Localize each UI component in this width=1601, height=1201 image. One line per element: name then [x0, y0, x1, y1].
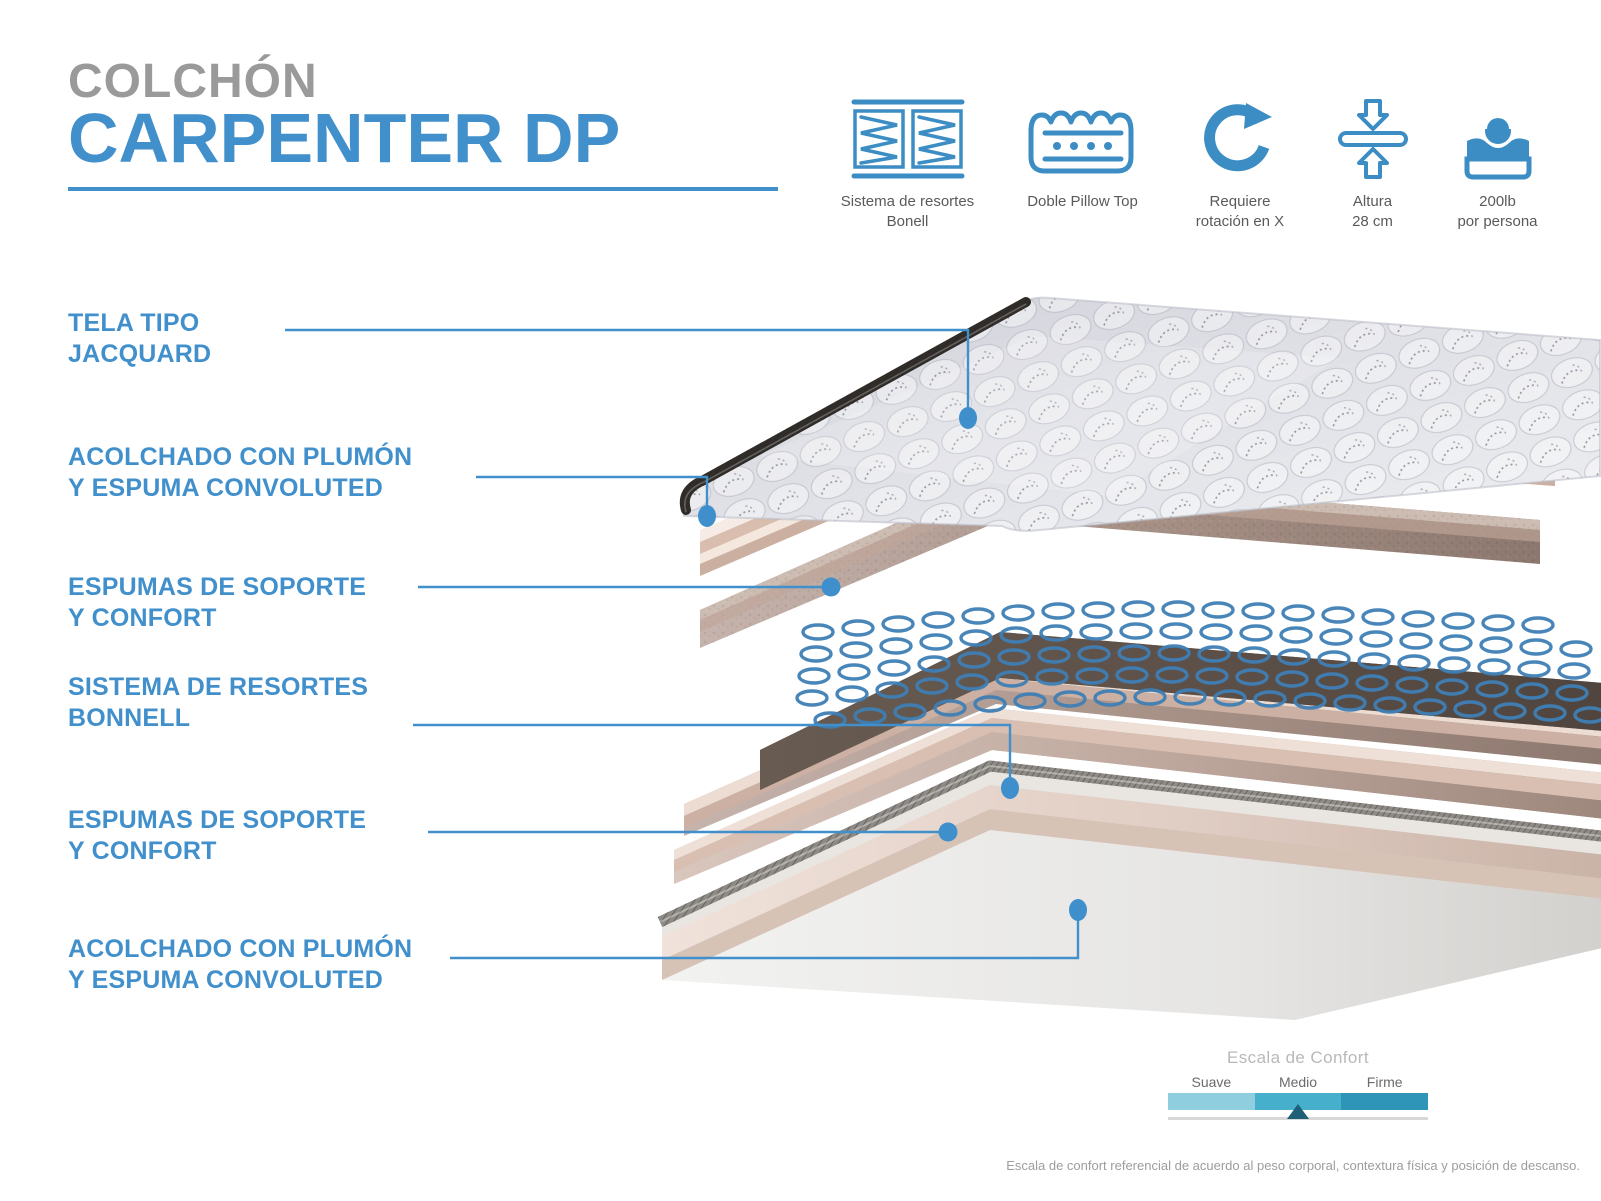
- leader-line-acolchado-inferior: [450, 916, 1080, 960]
- comfort-scale-title: Escala de Confort: [1227, 1048, 1369, 1067]
- callout-label-tela-jacquard: TELA TIPO JACQUARD: [68, 309, 212, 368]
- feature-label: Altura 28 cm: [1352, 193, 1393, 231]
- leader-dot-acolchado-superior: [698, 505, 716, 527]
- leader-dot-espumas-superior: [821, 577, 841, 597]
- leader-line-tela-jacquard: [285, 328, 970, 412]
- leader-dot-resortes: [1001, 777, 1019, 799]
- title-eyebrow: COLCHÓN: [68, 55, 318, 108]
- comfort-segment-firme: [1341, 1093, 1429, 1110]
- comfort-scale-ticks: Suave Medio Firme: [1168, 1074, 1428, 1090]
- feature-strip: Sistema de resortes Bonell Doble Pillow …: [820, 96, 1560, 233]
- feature-label: Requiere rotación en X: [1195, 193, 1285, 231]
- comfort-scale-marker: [1287, 1104, 1309, 1119]
- feature-weight-capacity: 200lb por persona: [1435, 96, 1560, 233]
- leader-line-resortes: [413, 723, 1012, 782]
- feature-label: Sistema de resortes Bonell: [840, 193, 975, 231]
- comfort-scale-bar: [1168, 1093, 1429, 1119]
- leader-dot-tela-jacquard: [959, 407, 977, 429]
- leader-dot-acolchado-inferior: [1069, 899, 1087, 921]
- layer-jacquard-top: [679, 296, 1601, 532]
- weight-person-icon: [1455, 96, 1541, 182]
- title-underline-rule: [68, 186, 778, 191]
- comfort-tick-medio: Medio: [1278, 1074, 1318, 1090]
- leader-dot-espumas-inferior: [938, 822, 958, 842]
- callout-label-espumas-superior: ESPUMAS DE SOPORTE Y CONFORT: [68, 573, 367, 632]
- feature-rotation: Requiere rotación en X: [1170, 96, 1310, 233]
- feature-bonnell-springs: Sistema de resortes Bonell: [820, 96, 995, 233]
- comfort-tick-suave: Suave: [1191, 1074, 1232, 1090]
- comfort-tick-firme: Firme: [1366, 1074, 1403, 1090]
- callout-label-espumas-inferior: ESPUMAS DE SOPORTE Y CONFORT: [68, 806, 367, 865]
- callout-label-acolchado-inferior: ACOLCHADO CON PLUMÓN Y ESPUMA CONVOLUTED: [68, 935, 413, 994]
- double-pillow-top-icon: [1023, 96, 1143, 182]
- feature-label: 200lb por persona: [1457, 193, 1538, 231]
- callout-label-acolchado-superior: ACOLCHADO CON PLUMÓN Y ESPUMA CONVOLUTED: [68, 443, 413, 502]
- callout-label-resortes-bonnell: SISTEMA DE RESORTES BONNELL: [68, 673, 369, 732]
- feature-label: Doble Pillow Top: [1027, 193, 1138, 210]
- comfort-segment-medio: [1254, 1093, 1342, 1110]
- height-arrows-icon: [1334, 96, 1412, 182]
- leader-line-acolchado-superior: [476, 475, 709, 510]
- feature-height: Altura 28 cm: [1310, 96, 1435, 233]
- title-product-name: CARPENTER DP: [68, 98, 621, 177]
- rotation-arrow-icon: [1202, 96, 1278, 182]
- comfort-scale-note: Escala de confort referencial de acuerdo…: [1006, 1158, 1580, 1173]
- comfort-segment-suave: [1168, 1093, 1255, 1110]
- layer-bonnell-spring-core: [760, 600, 1601, 790]
- feature-double-pillow-top: Doble Pillow Top: [995, 96, 1170, 212]
- page-title: COLCHÓN CARPENTER DP: [68, 55, 778, 191]
- bonnell-springs-icon: [849, 96, 967, 182]
- comfort-scale: Escala de Confort Suave Medio Firme: [1168, 1048, 1429, 1120]
